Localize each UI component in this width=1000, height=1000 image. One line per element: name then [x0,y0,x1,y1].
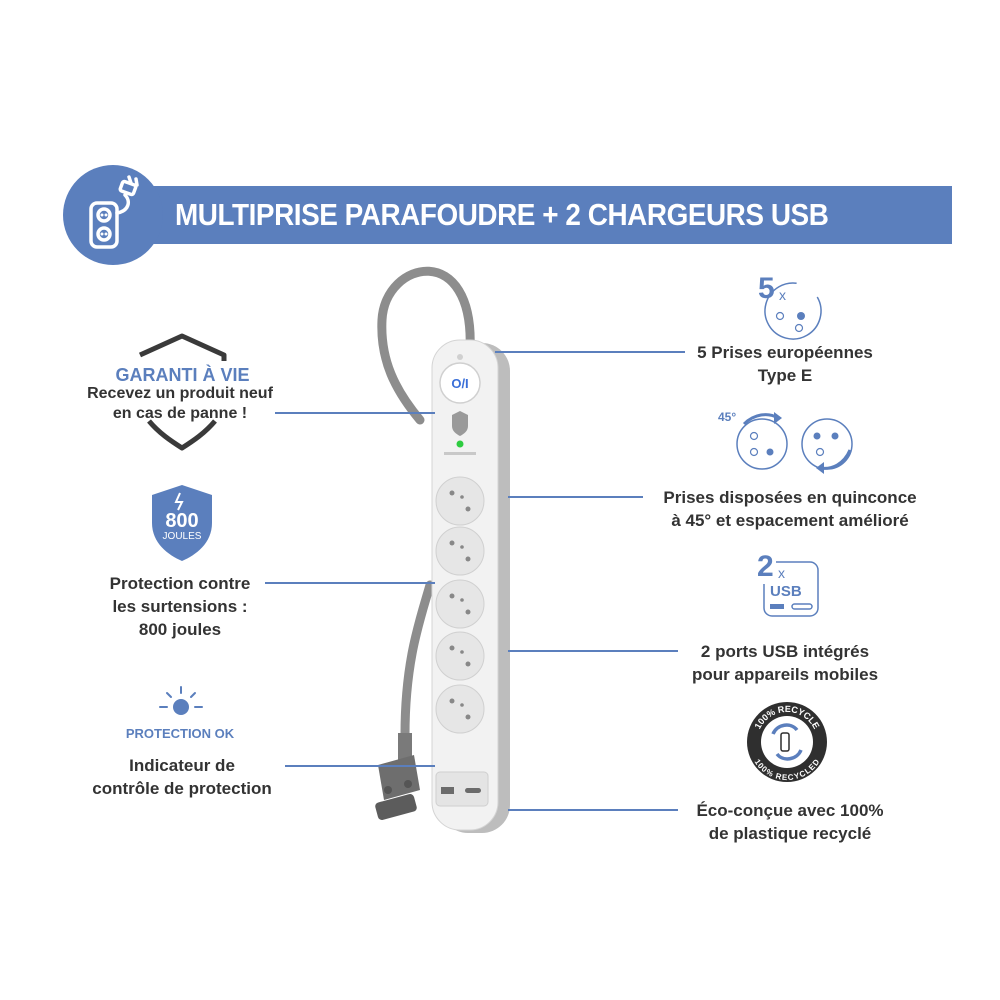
warranty-title: GARANTI À VIE [115,365,250,385]
shield-outline-icon [138,333,227,451]
usb-panel [435,771,489,807]
line-warranty [275,412,435,414]
protection-led [456,440,464,448]
line-layout [508,496,643,498]
cable [377,266,475,425]
surge-text: Protection contre les surtensions : 800 … [109,574,251,639]
socket-icon [764,282,822,340]
line-usb [508,650,678,652]
power-button [439,362,481,404]
eco-text: Éco-conçue avec 100% de plastique recycl… [696,801,884,843]
rotate-socket-icon [736,412,853,474]
usb-multiplier: x [778,565,785,581]
cable-lower [400,580,435,740]
usb-text: 2 ports USB intégrés pour appareils mobi… [691,642,879,684]
brand-shield-icon [452,411,468,436]
sockets-text: 5 Prises européennes Type E [697,343,873,385]
sockets-multiplier: x [779,287,786,303]
warranty-text: Recevez un produit neuf en cas de panne … [87,385,273,422]
usb-c-port [465,788,481,793]
page-title: MULTIPRISE PARAFOUDRE + 2 CHARGEURS USB [175,197,829,232]
angle-label: 45° [718,410,737,424]
power-strip-plug-icon [89,175,139,249]
line-indicator [285,765,435,767]
usb-count: 2 [755,550,776,584]
line-eco [508,809,678,811]
indicator-text: Indicateur de contrôle de protection [92,756,272,798]
surge-badge-value: 800 [165,510,199,532]
surge-badge-unit: JOULES [162,531,202,542]
shield-lightning-icon [152,485,212,561]
power-strip-illustration: O/I [375,266,510,833]
banner-badge [63,165,163,265]
title-banner [95,186,952,244]
line-surge [265,582,435,584]
protection-status: PROTECTION OK [125,726,235,741]
sockets-count: 5 [758,272,775,305]
plug [375,733,420,820]
layout-text: Prises disposées en quinconce à 45° et e… [663,488,917,530]
line-sockets [495,351,685,353]
usb-a-port [441,787,454,794]
usb-label: USB [770,583,802,600]
light-indicator-icon [159,686,203,715]
sockets [435,476,485,734]
svg-text:O/I: O/I [451,376,468,391]
usb-icon [763,561,819,617]
recycle-icon: 100% RECYCLE 100% RECYCLED [747,702,827,782]
